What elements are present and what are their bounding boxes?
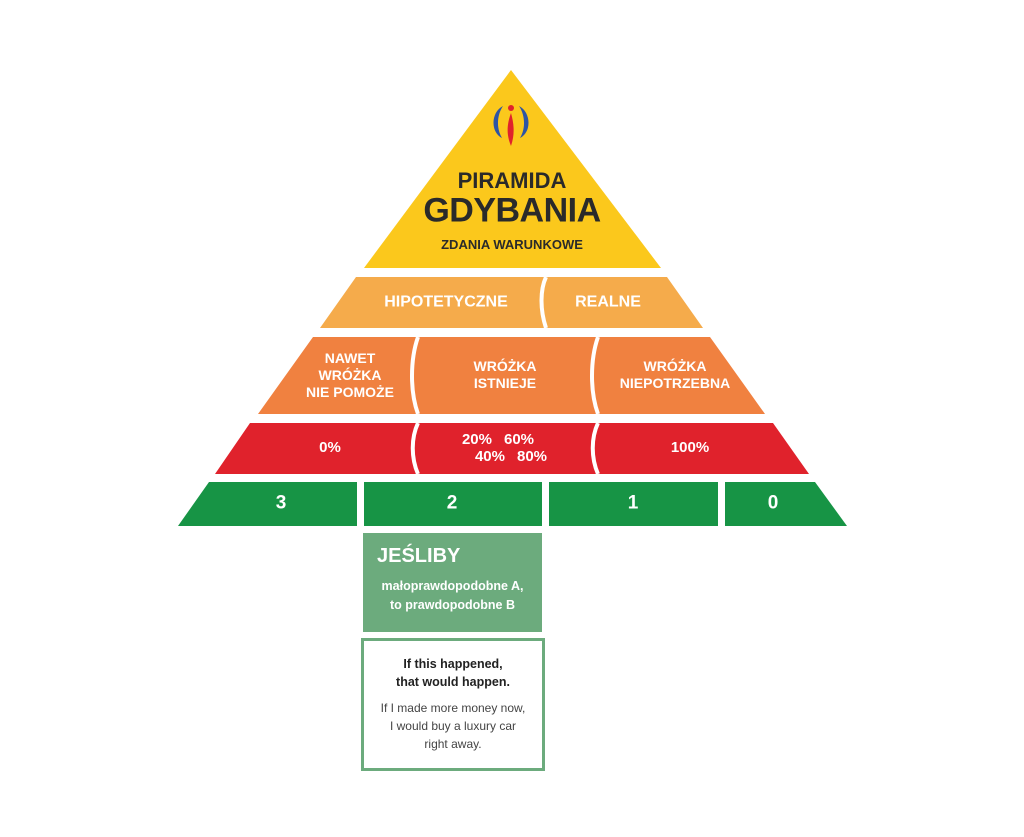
label-hypothetical: HIPOTETYCZNE — [384, 293, 508, 311]
example-pattern: If this happened, that would happen. — [396, 657, 510, 690]
pyramid-title-line1: PIRAMIDA — [457, 167, 567, 193]
example-box: If this happened, that would happen. If … — [361, 638, 545, 771]
stylized-figure-logo — [493, 105, 529, 146]
conditional-type-2: 2 — [446, 492, 458, 514]
label-fairy-cannot-help: NAWET WRÓŻKA NIE POMOŻE — [306, 349, 394, 400]
probability-zero: 0% — [319, 439, 341, 456]
apex-triangle — [364, 70, 661, 268]
jesliby-heading: JEŚLIBY — [377, 545, 461, 567]
level5-segment-1 — [549, 482, 718, 526]
level5-segment-0 — [725, 482, 847, 526]
probability-hundred: 100% — [670, 439, 710, 456]
label-fairy-exists: WRÓŻKA ISTNIEJE — [473, 358, 537, 391]
conditional-type-0: 0 — [767, 492, 779, 514]
level5-segment-3 — [178, 482, 357, 526]
pyramid-title-line2: GDYBANIA — [423, 191, 601, 230]
level3-middle-segment — [412, 337, 598, 414]
conditional-type-3: 3 — [275, 492, 287, 514]
probability-range: 20%60% 40%80% — [461, 430, 548, 465]
level4-right-segment — [592, 423, 809, 474]
level2-right-segment — [540, 277, 703, 328]
jesliby-box: JEŚLIBY małoprawdopodobne A, to prawdopo… — [363, 533, 542, 632]
level4-middle-segment — [412, 423, 598, 474]
level2-left-segment — [320, 277, 546, 328]
level3-left-segment — [258, 337, 418, 414]
level5-segment-2 — [364, 482, 542, 526]
example-sentence: If I made more money now, I would buy a … — [380, 701, 526, 751]
conditional-type-1: 1 — [627, 492, 639, 514]
label-real: REALNE — [575, 293, 641, 311]
level4-left-segment — [215, 423, 418, 474]
level3-right-segment — [592, 337, 765, 414]
pyramid-subtitle: ZDANIA WARUNKOWE — [441, 237, 583, 253]
jesliby-description: małoprawdopodobne A, to prawdopodobne B — [381, 579, 524, 613]
label-fairy-unnecessary: WRÓŻKA NIEPOTRZEBNA — [619, 358, 731, 391]
